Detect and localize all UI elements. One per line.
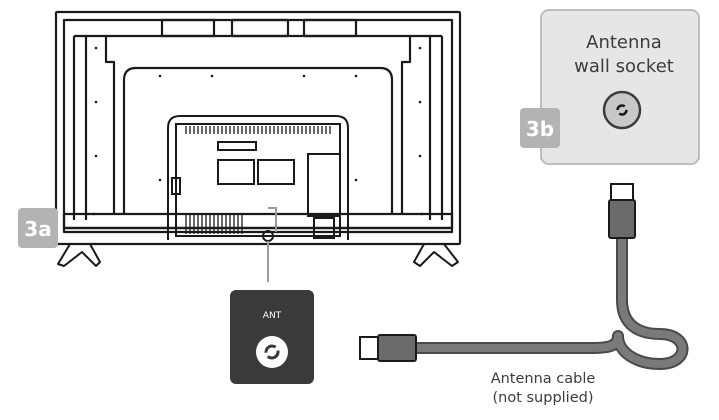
cable-label-line1: Antenna cable [491, 371, 596, 387]
cable-connector-top [608, 183, 636, 239]
wall-socket-title-line2: wall socket [574, 56, 674, 77]
cable-connector-left [359, 334, 417, 362]
antenna-cable [406, 230, 689, 370]
wall-socket-title-line1: Antenna [586, 32, 662, 53]
screw-holes [92, 46, 424, 216]
step-badge-3a: 3a [18, 208, 58, 248]
step-badge-3a-label: 3a [24, 217, 51, 241]
wall-socket-connector [602, 90, 642, 130]
tv-electronics-module [167, 115, 349, 242]
tv-stands [57, 243, 459, 267]
step-badge-3b: 3b [520, 108, 560, 148]
ant-port-closeup: ANT [230, 290, 314, 384]
cable-label: Antenna cable (not supplied) [491, 371, 596, 406]
step-badge-3b-label: 3b [526, 117, 554, 141]
cable-label-line2: (not supplied) [492, 390, 593, 406]
ant-port-label: ANT [263, 311, 282, 321]
antenna-wall-socket: Antenna wall socket [540, 9, 700, 165]
ant-port-socket [256, 336, 288, 368]
tv-back-panel [54, 10, 462, 246]
ant-callout-line [267, 207, 277, 282]
